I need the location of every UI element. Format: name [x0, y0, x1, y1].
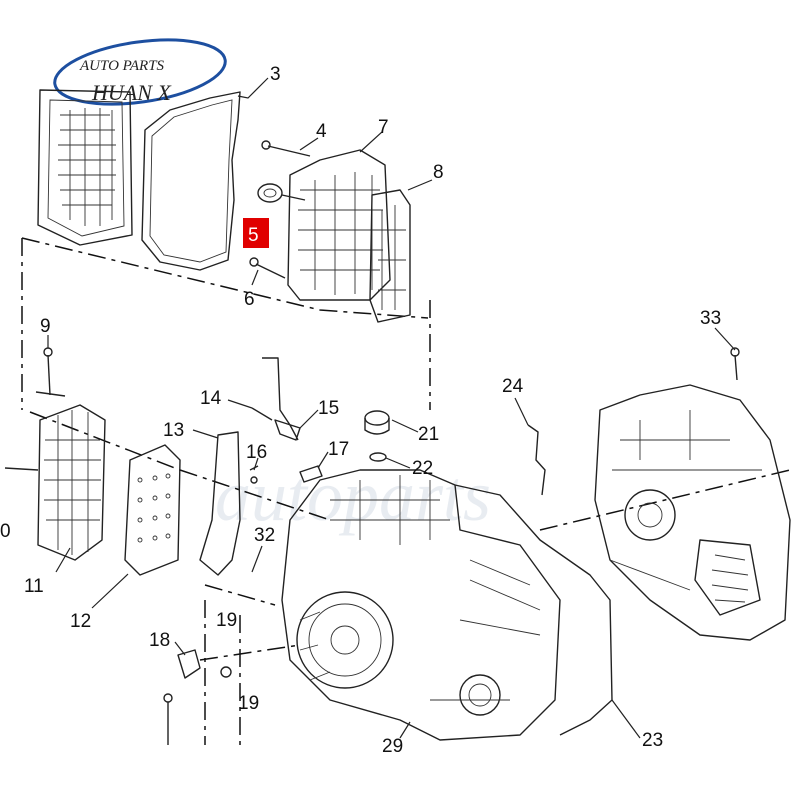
callout-13: 13 — [163, 420, 184, 441]
valve-body-part-11 — [4, 404, 106, 561]
valve-body-cover — [37, 89, 133, 246]
callout-numbers: 3 4 7 8 5 6 9 0 11 12 13 14 15 16 17 18 … — [0, 64, 721, 757]
callout-0: 0 — [0, 521, 11, 542]
seal-part-5 — [257, 183, 306, 203]
callout-19-upper: 19 — [216, 610, 237, 631]
callout-22: 22 — [412, 458, 433, 479]
callout-32: 32 — [254, 525, 275, 546]
gasket-part-3 — [141, 91, 241, 271]
callout-11: 11 — [24, 576, 44, 597]
callout-9: 9 — [40, 316, 51, 337]
callout-3: 3 — [270, 64, 281, 85]
callout-18: 18 — [149, 630, 170, 651]
callout-12: 12 — [70, 611, 91, 632]
brand-logo: AUTO PARTS HUAN X — [53, 38, 227, 106]
callout-24: 24 — [502, 376, 524, 397]
callout-15: 15 — [318, 398, 339, 419]
watermark-text: autoparts — [215, 456, 491, 536]
callout-17: 17 — [328, 439, 349, 460]
o-ring-part-22 — [369, 452, 387, 462]
tube-part-24 — [527, 424, 546, 496]
valve-body-part-7 — [287, 149, 391, 301]
callout-7: 7 — [378, 117, 389, 138]
clip-part-18 — [163, 649, 232, 745]
harness-part-13 — [199, 431, 241, 576]
bolt-part-9 — [35, 347, 66, 397]
cap-part-21 — [364, 410, 390, 435]
plate-part-8 — [369, 189, 411, 323]
bolt-part-6 — [249, 257, 286, 279]
callout-16: 16 — [246, 442, 267, 463]
case-gasket-part-23 — [454, 484, 613, 736]
callout-19-lower: 19 — [238, 693, 259, 714]
callout-33: 33 — [700, 308, 721, 329]
logo-line-1: AUTO PARTS — [79, 58, 165, 74]
bolt-part-4 — [261, 140, 311, 157]
transmission-case-part-29 — [281, 469, 561, 741]
leader-lines — [47, 77, 736, 739]
callout-8: 8 — [433, 162, 444, 183]
separator-plate-part-12 — [124, 444, 181, 576]
callout-5: 5 — [248, 225, 259, 246]
callout-21: 21 — [418, 424, 439, 445]
connector-part-17 — [249, 465, 323, 484]
part-5-highlight-box — [243, 218, 269, 248]
logo-ring — [53, 38, 227, 106]
callout-14: 14 — [200, 388, 222, 409]
sensor-part-15 — [251, 357, 301, 441]
callout-23: 23 — [642, 730, 663, 751]
callout-29: 29 — [382, 736, 403, 757]
converter-housing-part-33 — [594, 347, 791, 641]
callout-6: 6 — [244, 289, 255, 310]
callout-4: 4 — [316, 121, 327, 142]
logo-line-2: HUAN X — [91, 80, 172, 105]
